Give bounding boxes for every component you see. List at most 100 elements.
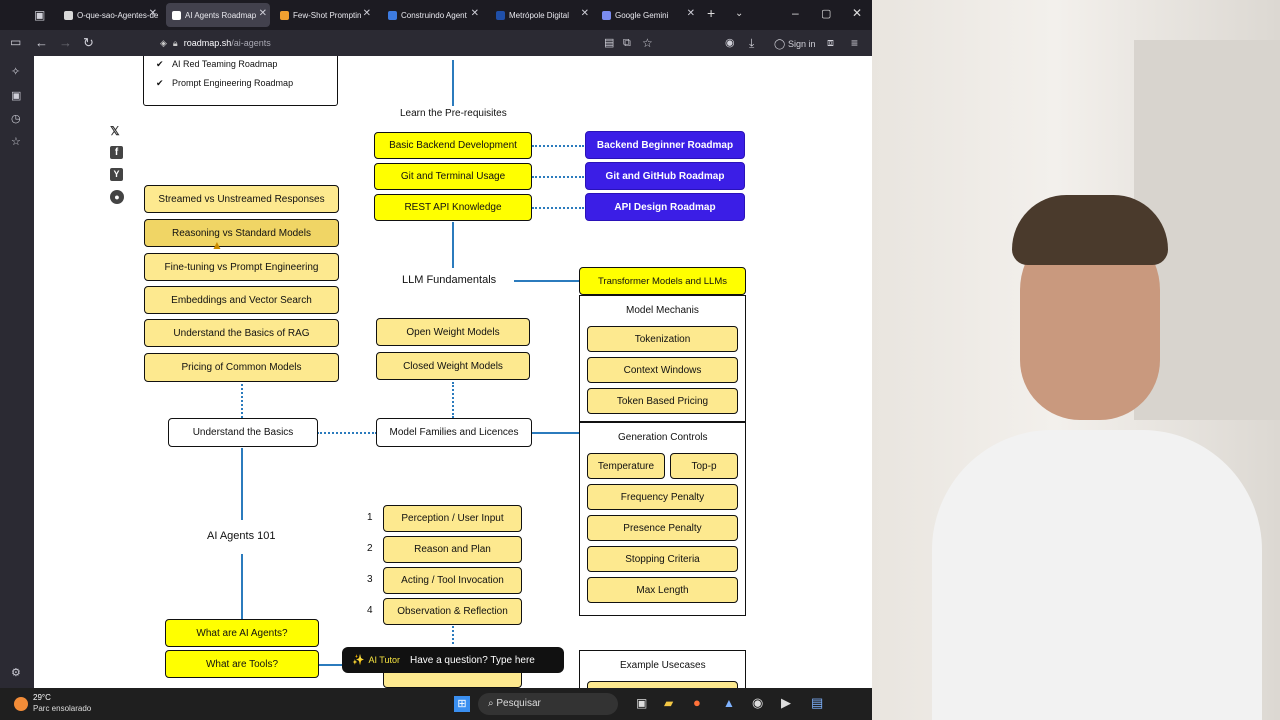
reload-icon[interactable]: ↻ bbox=[83, 35, 94, 50]
usecase-topic[interactable] bbox=[587, 681, 738, 688]
tab-2[interactable]: Few-Shot Promptin✕ bbox=[274, 3, 374, 27]
tab-close-icon[interactable]: ✕ bbox=[258, 8, 267, 19]
maximize-icon[interactable]: ▢ bbox=[821, 8, 832, 20]
task-view-icon[interactable]: ▣ bbox=[636, 696, 648, 710]
tab-list-icon[interactable]: ▣ bbox=[34, 8, 46, 22]
tab-close-icon[interactable]: ✕ bbox=[148, 8, 157, 19]
basics-topic[interactable]: Fine-tuning vs Prompt Engineering bbox=[144, 253, 339, 281]
new-tab-icon[interactable]: + bbox=[707, 5, 716, 21]
bookmarks-icon[interactable]: ☆ bbox=[11, 136, 21, 148]
ai-tutor-bar[interactable]: ✨ AI Tutor Have a question? Type here bbox=[342, 647, 564, 673]
tab-5[interactable]: Google Gemini✕ bbox=[596, 3, 698, 27]
recorder-icon[interactable]: ◉ bbox=[752, 695, 764, 710]
tab-close-icon[interactable]: ✕ bbox=[686, 8, 695, 19]
basics-topic[interactable]: Pricing of Common Models bbox=[144, 353, 339, 382]
weight-model-topic[interactable]: Open Weight Models bbox=[376, 318, 530, 346]
prereq-node[interactable]: REST API Knowledge bbox=[374, 194, 532, 221]
basics-topic[interactable]: Understand the Basics of RAG bbox=[144, 319, 339, 347]
tab-close-icon[interactable]: ✕ bbox=[470, 8, 479, 19]
tab-close-icon[interactable]: ✕ bbox=[580, 8, 589, 19]
search-icon: ⌕ bbox=[488, 698, 497, 709]
x-icon[interactable]: 𝕏 bbox=[110, 124, 120, 138]
menu-icon[interactable]: ≡ bbox=[851, 36, 859, 50]
gen-control-topic[interactable]: Temperature bbox=[587, 453, 665, 479]
linked-roadmap-button[interactable]: Git and GitHub Roadmap bbox=[585, 162, 745, 190]
what-topic-node[interactable]: What are AI Agents? bbox=[165, 619, 319, 647]
gen-control-topic[interactable]: Top-p bbox=[670, 453, 738, 479]
close-icon[interactable]: ✕ bbox=[852, 6, 863, 20]
hackernews-icon[interactable]: Y bbox=[110, 168, 123, 181]
tab-0[interactable]: O-que-sao-Agentes-de✕ bbox=[58, 3, 160, 27]
connector-line bbox=[514, 280, 580, 282]
bookmark-star-icon[interactable]: ☆ bbox=[642, 36, 653, 50]
reader-view-icon[interactable]: ▤ bbox=[604, 37, 615, 49]
what-topic-node[interactable]: What are Tools? bbox=[165, 650, 319, 678]
related-roadmap-link[interactable]: AI Red Teaming Roadmap bbox=[172, 59, 278, 69]
tab-3[interactable]: Construindo Agent✕ bbox=[382, 3, 482, 27]
connector-dotted bbox=[532, 145, 584, 147]
url-bar[interactable]: ◈ 🔒︎ roadmap.sh/ai-agents bbox=[160, 37, 271, 49]
app-icon[interactable]: ▲ bbox=[723, 696, 735, 710]
browser-sidebar: ✧ ▣ ◷ ☆ ⚙ bbox=[0, 56, 34, 688]
related-roadmap-link[interactable]: Prompt Engineering Roadmap bbox=[172, 78, 294, 88]
account-icon[interactable]: ◯ bbox=[774, 39, 786, 50]
step-number: 2 bbox=[367, 543, 373, 554]
agent-loop-topic[interactable]: Reason and Plan bbox=[383, 536, 522, 563]
download-icon[interactable]: ⤓ bbox=[749, 36, 755, 50]
prereq-node[interactable]: Basic Backend Development bbox=[374, 132, 532, 159]
mechanis-topic[interactable]: Token Based Pricing bbox=[587, 388, 738, 414]
chevron-down-icon[interactable]: ⌄ bbox=[735, 8, 744, 19]
agent-loop-topic[interactable]: Perception / User Input bbox=[383, 505, 522, 532]
connector-dotted bbox=[452, 382, 454, 418]
tab-4[interactable]: Metrópole Digital✕ bbox=[490, 3, 592, 27]
gen-control-topic[interactable]: Max Length bbox=[587, 577, 738, 603]
windows-start-icon[interactable]: ⊞ bbox=[454, 696, 470, 712]
facebook-icon[interactable]: f bbox=[110, 146, 123, 159]
reddit-icon[interactable]: ● bbox=[110, 190, 124, 204]
extensions-icon[interactable]: ⧈ bbox=[827, 37, 834, 49]
back-icon[interactable]: ← bbox=[35, 35, 48, 50]
sidebar-toggle-icon[interactable]: ▭ bbox=[10, 35, 22, 49]
notepad-icon[interactable]: ▤ bbox=[811, 695, 824, 710]
gen-control-topic[interactable]: Frequency Penalty bbox=[587, 484, 738, 510]
history-icon[interactable]: ◷ bbox=[11, 113, 21, 125]
firefox-icon[interactable]: ● bbox=[693, 695, 701, 710]
tab-close-icon[interactable]: ✕ bbox=[362, 8, 371, 19]
basics-topic[interactable]: Reasoning vs Standard Models bbox=[144, 219, 339, 247]
minimize-icon[interactable]: – bbox=[792, 6, 799, 20]
check-icon: ✔ bbox=[156, 59, 164, 69]
gen-control-topic[interactable]: Stopping Criteria bbox=[587, 546, 738, 572]
translate-icon[interactable]: ⧉ bbox=[623, 37, 631, 49]
tab-favicon-icon bbox=[172, 10, 181, 20]
weather-text: Parc ensolarado bbox=[33, 704, 92, 713]
sign-in-link[interactable]: Sign in bbox=[788, 39, 816, 49]
agent-loop-topic[interactable]: Observation & Reflection bbox=[383, 598, 522, 625]
synced-tabs-icon[interactable]: ▣ bbox=[11, 90, 22, 102]
connector-line bbox=[452, 60, 454, 106]
tab-favicon-icon bbox=[602, 10, 611, 20]
forward-icon[interactable]: → bbox=[59, 35, 72, 50]
prereq-node[interactable]: Git and Terminal Usage bbox=[374, 163, 532, 190]
model-families-node[interactable]: Model Families and Licences bbox=[376, 418, 532, 447]
tab-1[interactable]: AI Agents Roadmap✕ bbox=[166, 3, 270, 27]
webcam-person-hair bbox=[1012, 195, 1168, 265]
settings-gear-icon[interactable]: ⚙ bbox=[11, 667, 21, 679]
mechanis-topic[interactable]: Context Windows bbox=[587, 357, 738, 383]
taskbar-search[interactable]: ⌕ Pesquisar bbox=[478, 693, 618, 715]
gen-control-topic[interactable]: Presence Penalty bbox=[587, 515, 738, 541]
transformer-node[interactable]: Transformer Models and LLMs bbox=[579, 267, 746, 295]
linked-roadmap-button[interactable]: API Design Roadmap bbox=[585, 193, 745, 221]
file-explorer-icon[interactable]: ▰ bbox=[664, 696, 674, 710]
weight-model-topic[interactable]: Closed Weight Models bbox=[376, 352, 530, 380]
screenshot-icon[interactable]: ◉ bbox=[725, 37, 735, 49]
understand-basics-node[interactable]: Understand the Basics bbox=[168, 418, 318, 447]
ai-chat-icon[interactable]: ✧ bbox=[11, 66, 21, 78]
media-player-icon[interactable]: ▶ bbox=[781, 695, 791, 710]
linked-roadmap-button[interactable]: Backend Beginner Roadmap bbox=[585, 131, 745, 159]
mechanis-topic[interactable]: Tokenization bbox=[587, 326, 738, 352]
basics-topic[interactable]: Streamed vs Unstreamed Responses bbox=[144, 185, 339, 213]
connector-line bbox=[532, 432, 580, 434]
agent-loop-topic[interactable]: Acting / Tool Invocation bbox=[383, 567, 522, 594]
ai-tutor-prompt: Have a question? Type here bbox=[409, 654, 535, 666]
basics-topic[interactable]: Embeddings and Vector Search bbox=[144, 286, 339, 314]
